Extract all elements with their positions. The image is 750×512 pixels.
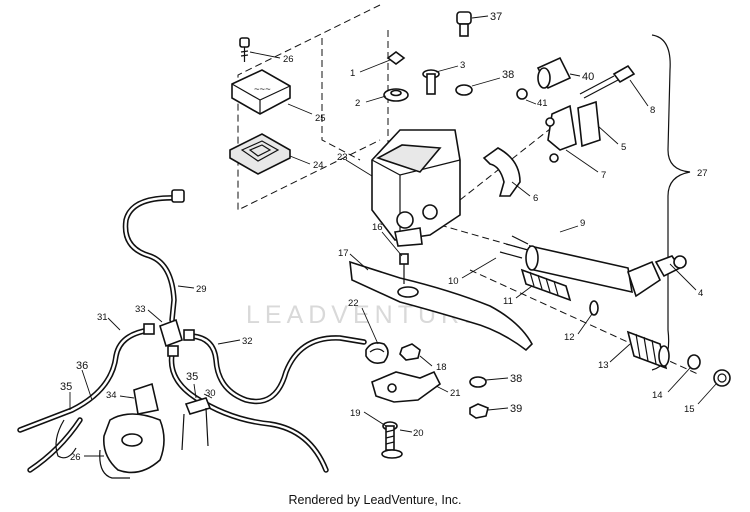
master-cylinder-body-part xyxy=(371,129,461,247)
callout-label: 18 xyxy=(436,362,447,373)
nut-18-part xyxy=(399,343,421,361)
washer-top-part xyxy=(455,84,473,96)
callout-label: 31 xyxy=(97,312,108,323)
callout-label: 14 xyxy=(652,390,663,401)
clamp-part xyxy=(482,147,521,197)
callout-label: 27 xyxy=(697,168,708,179)
reservoir-guide-dash xyxy=(237,4,381,211)
reservoir-gasket-part xyxy=(229,133,291,175)
callout-label: 4 xyxy=(698,288,703,299)
return-spring-part xyxy=(365,342,389,364)
callout-label: 40 xyxy=(582,71,594,83)
svg-text:~~~: ~~~ xyxy=(254,84,271,95)
callout-label: 10 xyxy=(448,276,459,287)
callout-label: 5 xyxy=(621,142,626,153)
callout-label: 32 xyxy=(242,336,253,347)
callout-label: 6 xyxy=(533,193,538,204)
callout-label: 7 xyxy=(601,170,606,181)
lever-bracket-part xyxy=(371,370,442,403)
mount-screw-part xyxy=(579,64,636,99)
washer-12-part xyxy=(589,300,599,316)
callout-label: 38 xyxy=(510,373,522,385)
brake-lever-part xyxy=(349,260,533,352)
callout-label: 37 xyxy=(490,11,502,23)
clip-15-inner xyxy=(717,373,727,383)
hose-tee-part xyxy=(143,189,195,357)
pivot-pin-part xyxy=(399,253,409,284)
brake-hose-30 xyxy=(168,351,329,473)
piston-part xyxy=(626,330,670,370)
callout-label: 11 xyxy=(503,296,513,307)
callout-label: 20 xyxy=(413,428,424,439)
callout-label: 34 xyxy=(106,390,117,401)
callout-label: 2 xyxy=(355,98,360,109)
callout-label: 1 xyxy=(350,68,355,79)
callout-label: 16 xyxy=(372,222,383,233)
callout-label: 26 xyxy=(70,452,81,463)
brake-hose-left xyxy=(27,417,83,473)
banjo-bolt-part xyxy=(422,69,440,95)
callout-label: 22 xyxy=(348,298,359,309)
brake-switch-part xyxy=(499,235,687,298)
bleeder-part xyxy=(383,51,409,102)
callout-label: 39 xyxy=(510,403,522,415)
callout-label: 15 xyxy=(684,404,695,415)
callout-label: 17 xyxy=(338,248,349,259)
seal-14-part xyxy=(687,354,701,370)
spring-part xyxy=(520,268,572,302)
body-left-dash xyxy=(321,38,361,161)
hose-clamp-35 xyxy=(55,397,212,459)
callout-label: 29 xyxy=(196,284,207,295)
bracket-bolt-part xyxy=(381,421,403,459)
reservoir-cover-part: ~~~ xyxy=(231,69,291,115)
washer-38-lower-part xyxy=(469,376,487,388)
callout-label: 12 xyxy=(564,332,575,343)
callout-label: 9 xyxy=(580,218,585,229)
callout-label: 35 xyxy=(186,371,198,383)
callout-label: 3 xyxy=(460,60,465,71)
group-27-bracket xyxy=(651,34,691,371)
callout-label: 25 xyxy=(315,113,326,124)
caliper-bracket-part xyxy=(99,382,165,479)
callout-label: 36 xyxy=(76,360,88,372)
callout-label: 19 xyxy=(350,408,361,419)
callout-label: 41 xyxy=(537,98,548,109)
brake-hose-32 xyxy=(189,333,367,405)
brake-hose-31 xyxy=(17,327,153,433)
nut-39-part xyxy=(469,403,489,419)
callout-label: 33 xyxy=(135,304,146,315)
callout-label: 38 xyxy=(502,69,514,81)
callout-label: 23 xyxy=(337,152,348,163)
clip-15-part xyxy=(713,369,731,387)
callout-label: 26 xyxy=(283,54,294,65)
callout-labels: 1 2 3 4 5 6 7 8 9 10 11 12 13 14 15 16 1… xyxy=(60,11,717,463)
reservoir-screw-part xyxy=(239,37,250,62)
callout-label: 30 xyxy=(205,388,216,399)
render-credit: Rendered by LeadVenture, Inc. xyxy=(288,493,462,507)
switch-plate-part xyxy=(545,100,601,163)
callout-label: 13 xyxy=(598,360,609,371)
cap-part xyxy=(456,11,472,37)
brake-hose-29 xyxy=(122,195,181,323)
callout-label: 8 xyxy=(650,105,655,116)
callout-label: 24 xyxy=(313,160,324,171)
boot-part xyxy=(516,56,572,100)
callout-label: 35 xyxy=(60,381,72,393)
callout-label: 21 xyxy=(450,388,461,399)
